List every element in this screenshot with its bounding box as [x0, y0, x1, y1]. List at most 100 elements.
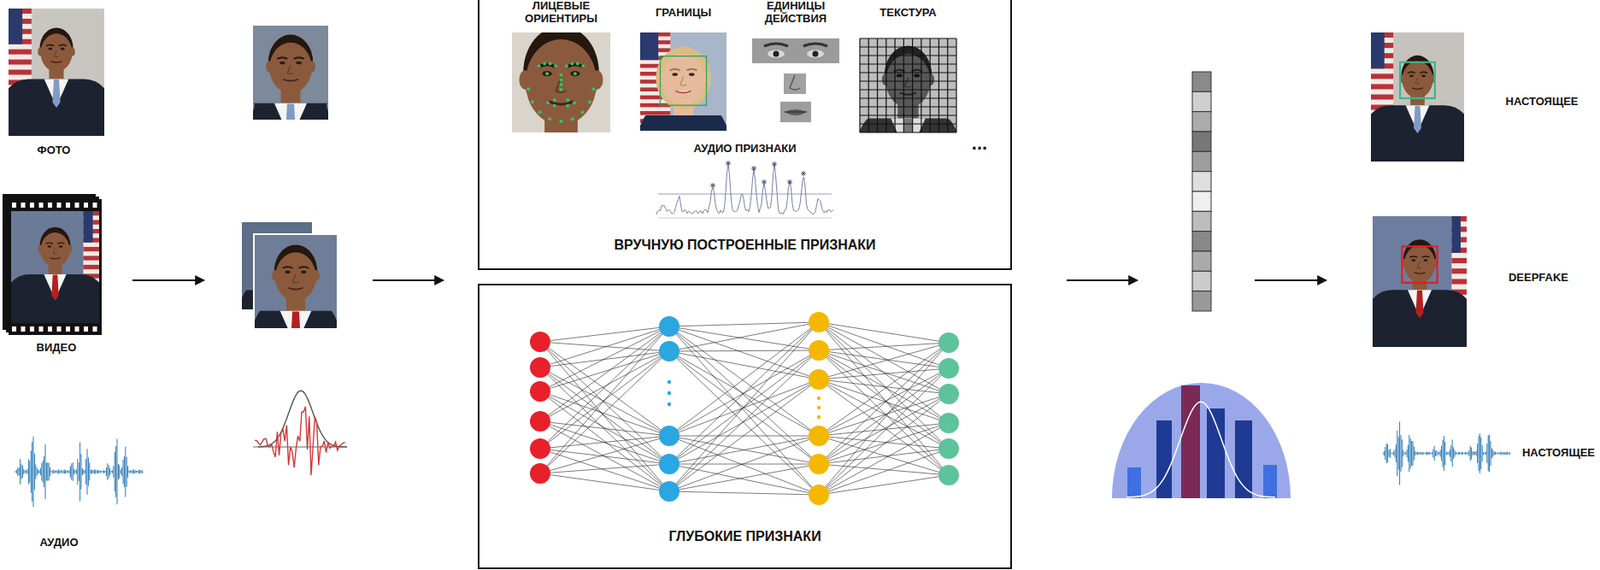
feature-vector [1192, 71, 1212, 92]
input-video [83, 202, 89, 208]
portrait-photo [1411, 258, 1416, 262]
input-video [39, 326, 44, 332]
portrait-photo [896, 73, 903, 77]
feature-picture [780, 101, 812, 123]
portrait-photo [41, 232, 71, 268]
portrait-photo [82, 211, 93, 243]
portrait-photo [1451, 258, 1467, 264]
portrait-photo [662, 53, 706, 106]
landmark-dot [542, 61, 547, 65]
portrait-photo [51, 274, 59, 300]
flow-arrow [132, 279, 205, 282]
portrait-photo [1417, 262, 1422, 270]
feature-vector [1192, 111, 1212, 132]
landmark-dot [547, 117, 552, 121]
flow-arrow [1254, 279, 1327, 282]
portrait-photo [547, 101, 574, 105]
landmark-dot [573, 71, 577, 76]
handcrafted-features-panel: ВРУЧНУЮ ПОСТРОЕННЫЕ ПРИЗНАКИЛИЦЕВЫЕ ОРИЕ… [477, 0, 1012, 271]
portrait-photo [1404, 245, 1436, 283]
portrait-photo [913, 73, 920, 77]
landmark-dot [552, 104, 557, 108]
score-distribution [1111, 382, 1291, 499]
portrait-photo [905, 77, 912, 88]
portrait-photo [671, 72, 678, 77]
feature-picture [511, 32, 611, 133]
neural-network [529, 311, 959, 506]
portrait-photo [46, 44, 54, 46]
portrait-photo [47, 47, 53, 51]
input-video [39, 202, 44, 208]
portrait-photo [1413, 272, 1425, 274]
feature-vector [1192, 171, 1212, 192]
portrait-photo [288, 288, 303, 290]
portrait-photo [1372, 289, 1467, 348]
portrait-photo [8, 59, 32, 65]
landmark-dot [559, 82, 564, 87]
feature-picture [806, 50, 824, 59]
portrait-photo [82, 264, 100, 270]
portrait-photo [655, 47, 711, 111]
landmark-dot [559, 73, 564, 77]
feature-item: АУДИО ПРИЗНАКИ [652, 142, 837, 222]
portrait-photo [58, 245, 64, 248]
score-distribution [1126, 401, 1276, 498]
feature-heading: ЛИЦЕВЫЕ ОРИЕНТИРЫ [511, 0, 611, 26]
neuron [938, 438, 959, 459]
input-video [93, 202, 98, 208]
neuron [529, 331, 551, 353]
portrait-photo [82, 247, 100, 252]
portrait-photo [1415, 77, 1420, 84]
feature-picture [658, 217, 832, 219]
output-real-photo [1400, 62, 1436, 99]
input-video [75, 202, 80, 208]
portrait-photo [282, 266, 294, 269]
landmark-dot [538, 110, 542, 114]
feature-vector [1192, 211, 1212, 231]
score-distribution [1181, 385, 1200, 499]
portrait-photo [1419, 71, 1428, 73]
portrait-photo [300, 270, 306, 274]
neuron [529, 411, 551, 432]
feature-picture [784, 111, 807, 113]
caption-label: НАСТОЯЩЕЕ [1522, 447, 1595, 459]
portrait-photo [282, 79, 299, 82]
feature-picture [640, 32, 727, 131]
landmark-dot [559, 88, 564, 92]
neuron [658, 481, 680, 502]
portrait-photo [570, 70, 580, 77]
score-distribution [1111, 382, 1291, 499]
neuron [529, 463, 551, 484]
output-real-photo [1366, 32, 1469, 166]
input-video [29, 326, 35, 332]
cropped-frames [237, 222, 342, 348]
portrait-photo [538, 64, 556, 68]
portrait-photo [525, 39, 597, 126]
landmark-dot [552, 98, 557, 102]
portrait-photo [1372, 216, 1467, 348]
portrait-photo [8, 70, 32, 76]
neuron [938, 383, 959, 405]
portrait-photo [1451, 268, 1467, 274]
feature-item: ЛИЦЕВЫЕ ОРИЕНТИРЫ [511, 0, 611, 133]
portrait-photo [670, 69, 681, 71]
landmark-dot [548, 61, 553, 65]
portrait-photo [52, 247, 58, 254]
portrait-photo [279, 61, 286, 65]
landmark-dot [559, 77, 564, 82]
portrait-photo [640, 111, 671, 116]
cropped-face [248, 25, 333, 142]
landmark-dot [572, 100, 577, 105]
input-video [93, 326, 98, 332]
portrait-photo [1421, 75, 1426, 78]
feature-signal [656, 163, 834, 215]
neuron [658, 425, 680, 447]
caption-label: ... [971, 133, 988, 154]
input-video [11, 326, 17, 332]
feature-picture [783, 73, 806, 95]
portrait-photo [1423, 258, 1429, 262]
flow-arrow [1066, 279, 1138, 282]
neuron [938, 412, 959, 434]
neuron [658, 341, 680, 362]
